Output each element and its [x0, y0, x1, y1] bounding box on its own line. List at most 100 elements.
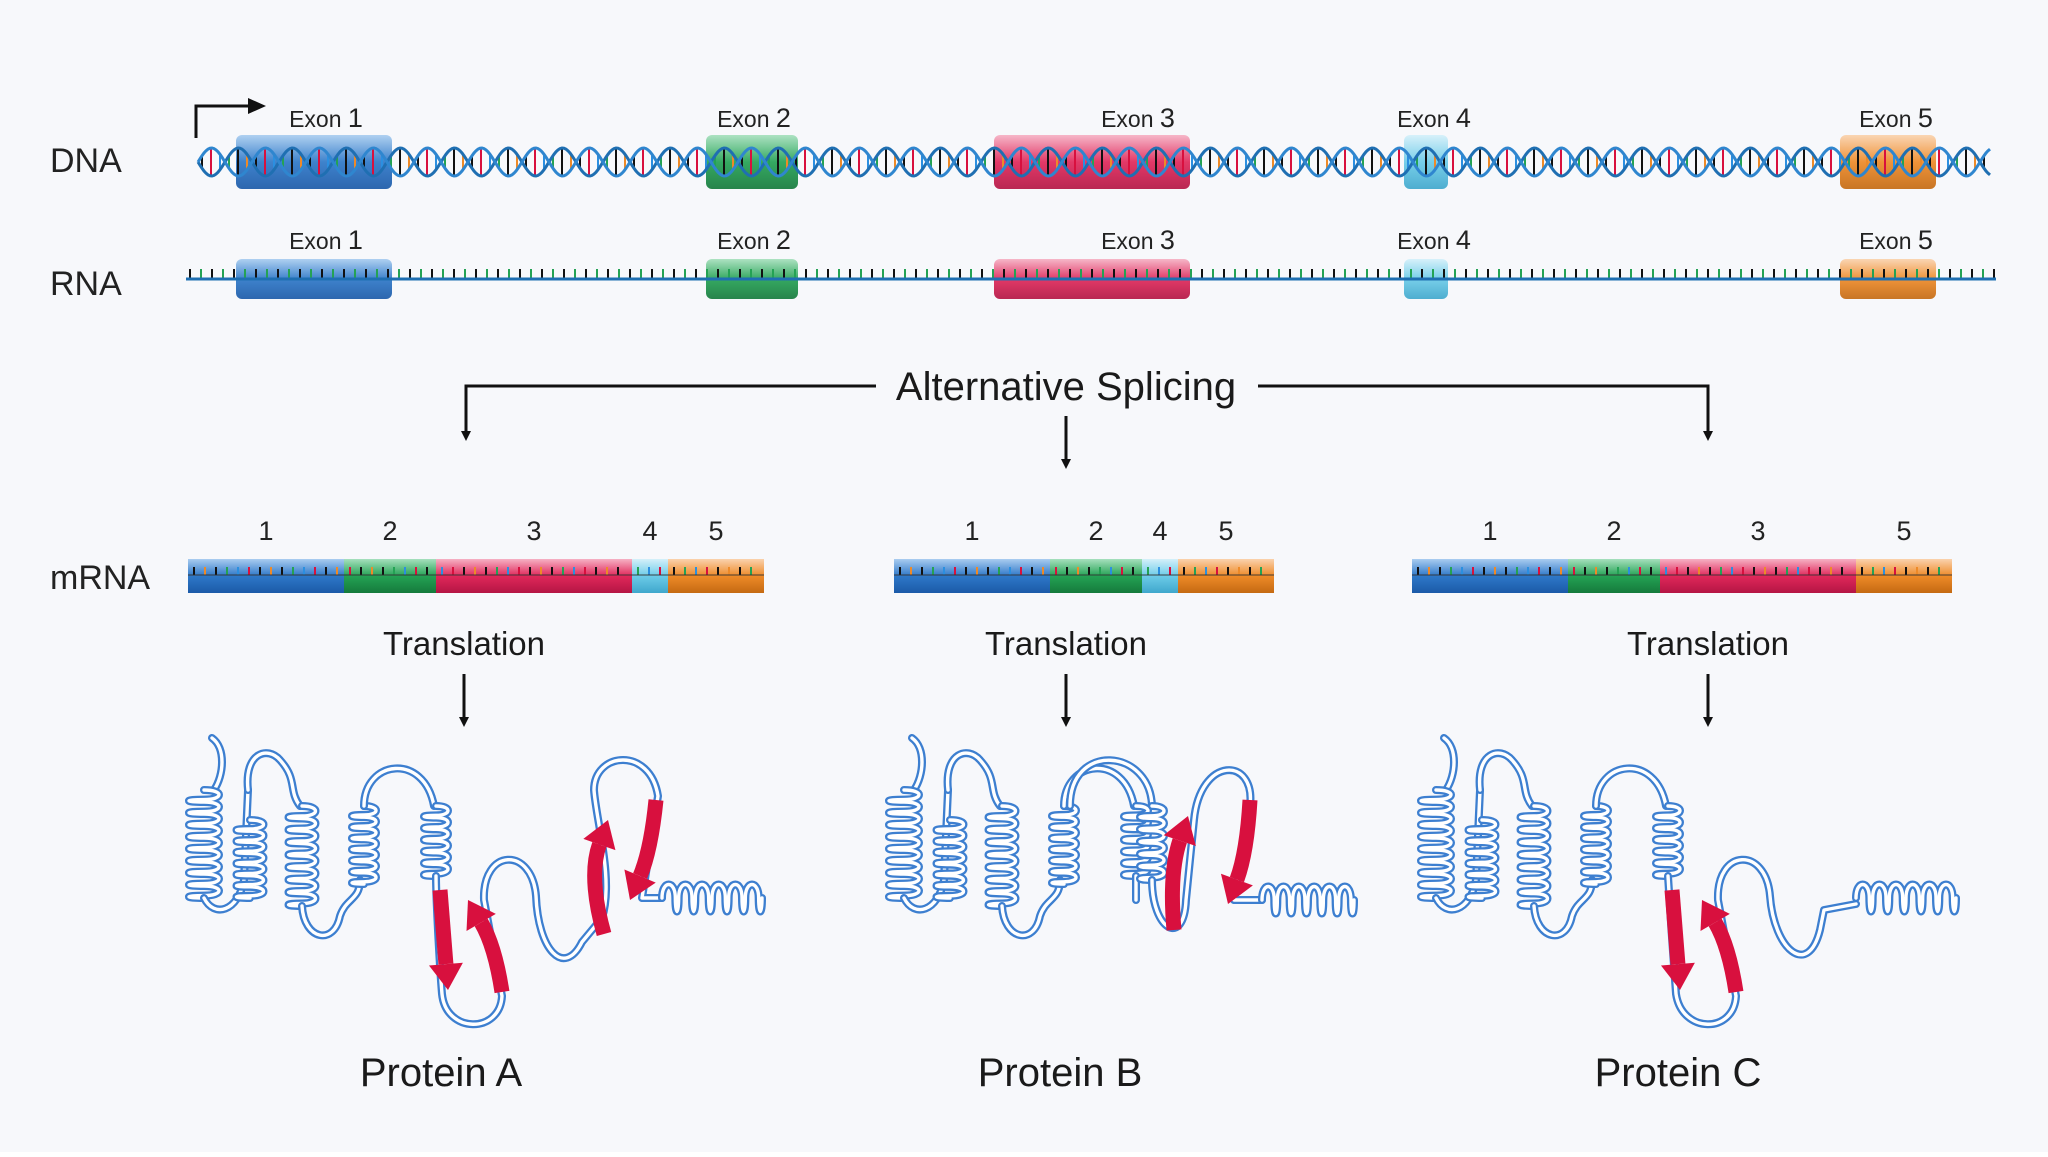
mrna-exon-number: 5	[1896, 516, 1911, 546]
mrna-exon-1-segment	[188, 559, 344, 593]
alpha-helix-2-core	[1466, 818, 1498, 900]
protein-b-label: Protein B	[978, 1051, 1143, 1095]
splice-arrow-left	[461, 384, 876, 441]
translation-label-a: Translation	[383, 625, 545, 662]
dna-exon-2-label: Exon 2	[717, 103, 791, 133]
mrna-label: mRNA	[50, 559, 150, 597]
mrna-exon-number: 2	[1606, 516, 1621, 546]
beta-strand-a4-head	[624, 869, 656, 900]
mrna-exon-4-segment	[1142, 559, 1178, 593]
transcription-start-arrow	[194, 104, 252, 138]
loop-2-core	[945, 751, 1002, 808]
transcription-start-arrowhead	[248, 98, 266, 114]
alpha-helix-4-core	[350, 804, 378, 886]
rna-exon-labels: Exon 1 Exon 2 Exon 3 Exon 4 Exon 5	[289, 225, 1933, 255]
beta-strand-b2-head	[1220, 873, 1253, 904]
alpha-helix-5-core	[1654, 804, 1682, 878]
mrna-exon-number: 1	[1482, 516, 1497, 546]
protein-a-c-terminal-helix-core	[660, 882, 764, 914]
dna-label: DNA	[50, 142, 122, 180]
mrna-exon-number: 1	[258, 516, 273, 546]
beta-strand-b1	[1164, 838, 1187, 931]
mrna-exon-4-segment	[632, 559, 668, 593]
protein-a-label: Protein A	[360, 1051, 523, 1095]
mrna-exon-5-segment	[1856, 559, 1952, 593]
mrna-exon-5-segment	[668, 559, 764, 593]
loop-1-core	[1434, 788, 1482, 912]
mrna-exon-3-segment	[436, 559, 632, 593]
protein-c-structure	[1417, 734, 1960, 1029]
mrna-variant-a: 1 2 3 4 5	[188, 516, 764, 593]
loop-4-core	[1062, 766, 1136, 808]
translation-label-b: Translation	[985, 625, 1147, 662]
beta-strand-a4	[633, 799, 664, 879]
beta-strand-c1-head	[1660, 962, 1695, 990]
loop-1-core	[202, 788, 250, 912]
alpha-helix-4-core	[1050, 804, 1078, 886]
loop-3-core	[300, 878, 362, 937]
mrna-exon-2-segment	[344, 559, 436, 593]
loop-3-core	[1532, 878, 1594, 937]
alpha-helix-3-core	[1518, 804, 1550, 908]
protein-a-structure	[185, 734, 766, 1029]
protein-c-label: Protein C	[1595, 1051, 1762, 1095]
translation-label-c: Translation	[1627, 625, 1789, 662]
alpha-helix-5-core	[422, 804, 450, 878]
mrna-exon-number: 4	[1152, 516, 1167, 546]
mrna-exon-number: 2	[382, 516, 397, 546]
beta-strand-b2	[1229, 799, 1258, 883]
alpha-helix-3-core	[286, 804, 318, 908]
mrna-exon-number: 4	[642, 516, 657, 546]
loop-4-core	[362, 766, 436, 808]
rna-exon-5-label: Exon 5	[1859, 225, 1933, 255]
alpha-helix-1-core	[887, 788, 921, 900]
dna-exon-1-label: Exon 1	[289, 103, 363, 133]
protein-c-c-terminal-helix-core	[1854, 882, 1958, 914]
alpha-helix-4-core	[1582, 804, 1610, 886]
beta-strand-b1-head	[1163, 816, 1196, 847]
protein-n-terminus-core	[210, 736, 224, 792]
mrna-exon-number: 2	[1088, 516, 1103, 546]
rna-exon-4-label: Exon 4	[1397, 225, 1471, 255]
mrna-exon-1-segment	[894, 559, 1050, 593]
alpha-helix-1-core	[1419, 788, 1453, 900]
beta-strand-c1	[1664, 889, 1686, 965]
alpha-helix-3-core	[986, 804, 1018, 908]
loop-4b-core	[1068, 758, 1154, 808]
beta-strand-c2	[1708, 918, 1744, 994]
alpha-helix-2-core	[234, 818, 266, 900]
alpha-helix-6-core	[1138, 804, 1166, 882]
loop-1-core	[902, 788, 950, 912]
mrna-exon-1-segment	[1412, 559, 1568, 593]
dna-backbone-2	[196, 146, 1991, 178]
dna-exon-1-block	[236, 135, 392, 189]
rna-strand	[186, 269, 1996, 281]
mrna-exon-number: 3	[526, 516, 541, 546]
loop-2-core	[245, 751, 302, 808]
mrna-exon-5-segment	[1178, 559, 1274, 593]
rna-exon-1-label: Exon 1	[289, 225, 363, 255]
mrna-exon-number: 5	[708, 516, 723, 546]
mrna-exon-3-segment	[1660, 559, 1856, 593]
loop-3-core	[1000, 878, 1062, 937]
beta-strand-a1	[432, 889, 454, 965]
beta-strand-a3	[587, 842, 612, 937]
beta-strand-c2-head	[1700, 900, 1730, 932]
loop-4-core	[1594, 766, 1668, 808]
protein-a-loop-region-core	[434, 758, 664, 1026]
rna-exon-2-label: Exon 2	[717, 225, 791, 255]
beta-strand-a2-head	[466, 900, 496, 932]
protein-n-terminus-core	[910, 736, 924, 792]
beta-strand-a1-head	[428, 962, 463, 990]
mrna-exon-number: 5	[1218, 516, 1233, 546]
dna-exon-3-label: Exon 3	[1101, 103, 1175, 133]
rna-exon-3-label: Exon 3	[1101, 225, 1175, 255]
protein-b-structure	[885, 734, 1358, 940]
mrna-exon-2-segment	[1050, 559, 1142, 593]
dna-backbone-1	[196, 146, 1991, 178]
